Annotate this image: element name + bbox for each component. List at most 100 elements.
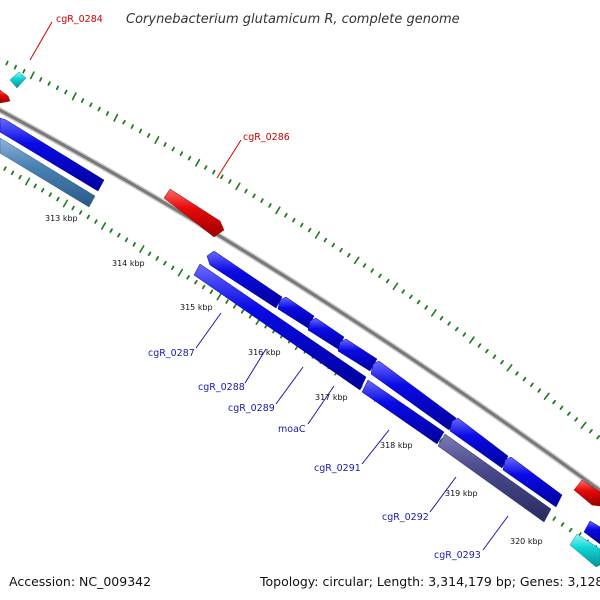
gene-label-cgR_0292[interactable]: cgR_0292: [382, 476, 457, 523]
outer-tick-ring: [0, 57, 600, 440]
svg-text:moaC: moaC: [278, 424, 306, 435]
outer-tick: [454, 326, 459, 332]
gene-label-cgR_0284[interactable]: cgR_0284: [29, 14, 103, 61]
gene-label-moaC[interactable]: moaC: [278, 385, 335, 435]
feature-cgR_0284-rna[interactable]: [0, 89, 11, 104]
inner-tick: [24, 177, 31, 186]
feature-right-edge-misc[interactable]: [569, 533, 600, 568]
summary-text: Topology: circular; Length: 3,314,179 bp…: [259, 574, 600, 589]
outer-tick: [378, 273, 382, 279]
inner-tick: [109, 228, 113, 233]
feature-pseudo[interactable]: [437, 433, 552, 523]
svg-text:cgR_0284: cgR_0284: [56, 14, 103, 25]
inner-tick: [62, 199, 69, 208]
outer-tick: [171, 146, 175, 152]
outer-tick: [331, 242, 336, 248]
feature-reverse-long-2[interactable]: [361, 379, 445, 445]
outer-tick: [543, 392, 550, 400]
inner-tick: [155, 256, 160, 261]
inner-tick: [48, 192, 52, 197]
feature-reverse-long[interactable]: [193, 263, 367, 391]
outer-tick: [416, 299, 421, 305]
outer-tick: [195, 158, 201, 167]
tick-label-318: 318 kbp: [380, 441, 413, 450]
svg-text:cgR_0286: cgR_0286: [243, 132, 290, 143]
outer-tick: [392, 282, 399, 291]
inner-tick: [240, 309, 245, 314]
outer-tick: [409, 294, 413, 300]
svg-text:cgR_0293: cgR_0293: [434, 550, 481, 561]
outer-tick: [130, 124, 134, 129]
tick-label-320: 320 kbp: [510, 537, 543, 546]
tick-label-314: 314 kbp: [112, 259, 145, 268]
inner-tick: [163, 260, 167, 266]
inner-tick: [33, 183, 37, 189]
outer-tick: [530, 382, 534, 388]
svg-text:cgR_0288: cgR_0288: [198, 382, 245, 393]
outer-tick: [228, 179, 232, 184]
outer-tick: [299, 222, 304, 228]
gene-label-cgR_0287[interactable]: cgR_0287: [148, 312, 222, 359]
outer-tick: [447, 321, 451, 326]
outer-tick: [492, 354, 497, 359]
inner-tick: [216, 292, 222, 301]
feature-cgR_0285-cds[interactable]: [0, 117, 105, 192]
outer-tick: [39, 77, 43, 82]
feature-right-edge-cds[interactable]: [583, 520, 600, 545]
outer-tick: [138, 128, 143, 134]
inner-tick: [132, 242, 136, 247]
outer-tick: [89, 102, 93, 108]
outer-tick: [220, 174, 224, 180]
tick-label-315: 315 kbp: [180, 303, 213, 312]
gene-label-cgR_0288[interactable]: cgR_0288: [198, 348, 267, 393]
outer-tick: [244, 188, 248, 194]
genome-backbone: [0, 106, 600, 495]
outer-tick: [163, 142, 167, 147]
gene-label-cgR_0293[interactable]: cgR_0293: [434, 515, 509, 561]
inner-tick: [147, 251, 152, 257]
inner-tick: [124, 237, 129, 243]
inner-tick: [186, 275, 190, 280]
outer-tick: [347, 252, 351, 258]
feature-right-edge-rna[interactable]: [573, 479, 600, 507]
outer-tick: [430, 309, 437, 317]
outer-tick: [97, 106, 101, 112]
outer-tick: [113, 113, 119, 122]
inner-tick: [71, 205, 75, 211]
feature-cgR_0286[interactable]: [163, 188, 225, 238]
tick-label-313: 313 kbp: [45, 214, 78, 223]
outer-tick: [71, 92, 77, 101]
feature-cgR_0285-alt[interactable]: [0, 137, 96, 208]
outer-tick: [596, 434, 600, 440]
gene-label-cgR_0286[interactable]: cgR_0286: [216, 132, 290, 179]
outer-tick: [275, 206, 281, 215]
outer-tick: [47, 81, 51, 86]
outer-tick: [13, 64, 18, 70]
inner-tick: [10, 170, 15, 176]
outer-tick: [500, 359, 504, 365]
inner-tick: [117, 232, 121, 238]
outer-tick: [154, 136, 160, 144]
tick-label-319: 319 kbp: [445, 489, 478, 498]
outer-tick: [574, 417, 579, 422]
gene-label-cgR_0289[interactable]: cgR_0289: [228, 366, 304, 414]
inner-tick: [86, 214, 90, 220]
svg-text:cgR_0291: cgR_0291: [314, 463, 361, 474]
outer-tick: [522, 376, 527, 382]
outer-tick: [462, 332, 467, 337]
inner-tick: [232, 304, 237, 309]
gene-label-cgR_0291[interactable]: cgR_0291: [314, 429, 390, 474]
outer-tick: [284, 212, 288, 218]
inner-tick: [139, 245, 145, 253]
feature-cgR_0293[interactable]: [502, 456, 563, 508]
outer-tick: [260, 198, 264, 203]
feature-cgR_0284-misc[interactable]: [9, 71, 27, 89]
outer-tick: [515, 371, 519, 376]
inner-tick: [225, 299, 229, 304]
feature-cgR_0287[interactable]: [206, 250, 283, 309]
outer-tick: [212, 169, 216, 175]
outer-tick: [55, 85, 60, 91]
inner-tick: [56, 196, 60, 202]
outer-tick: [122, 119, 126, 125]
